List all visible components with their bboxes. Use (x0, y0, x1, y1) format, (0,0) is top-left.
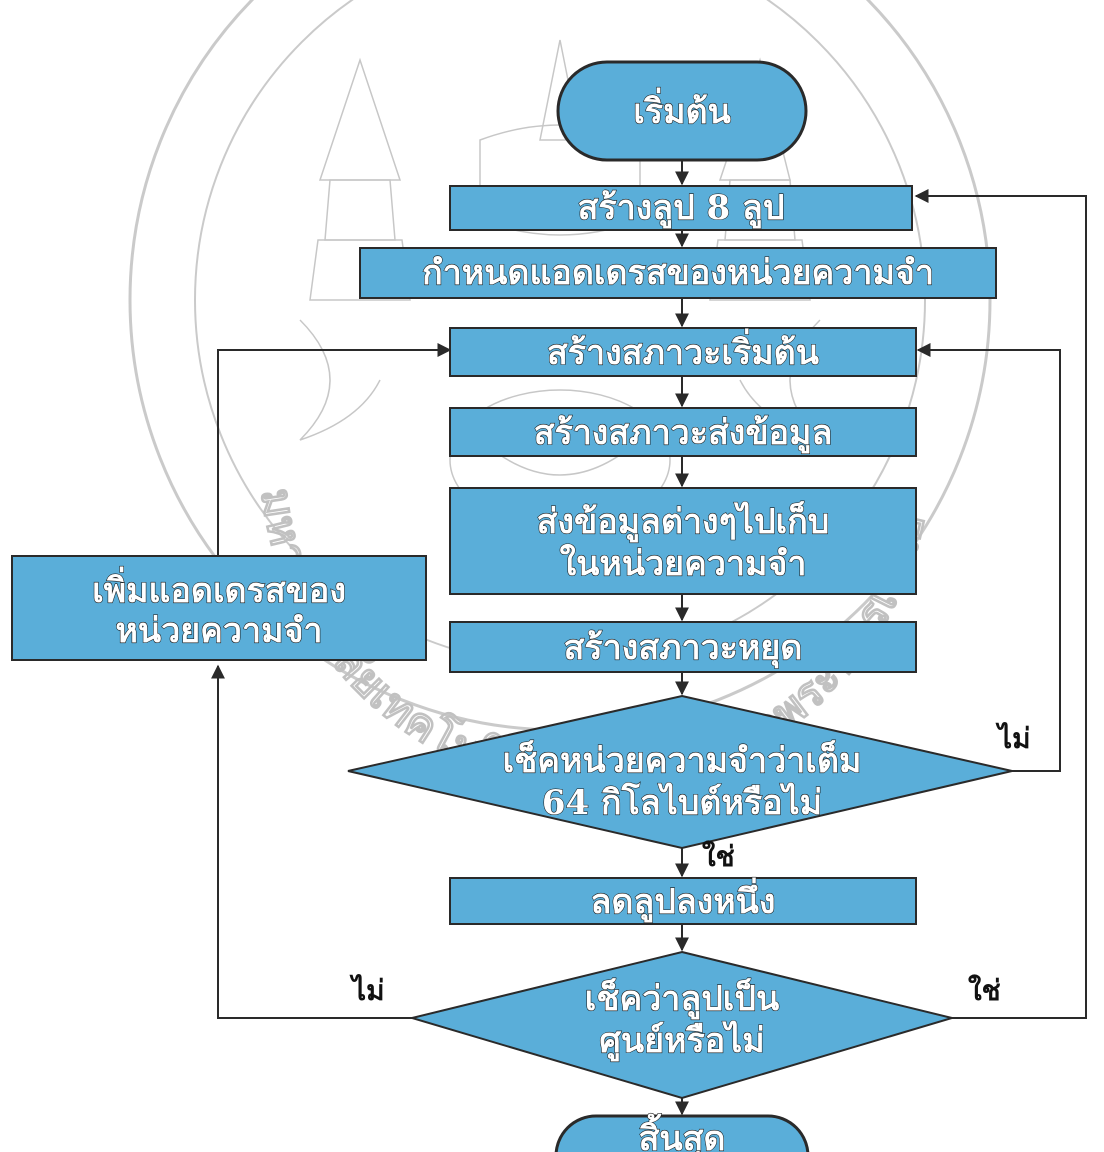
connectors (211, 160, 1087, 1116)
send-data-label-line1: ส่งข้อมูลต่างๆไปเก็บ (537, 500, 830, 543)
set-address-process: กำหนดแอดเดรสของหน่วยความจำ (359, 247, 997, 299)
check-memory-label-line1: เช็คหน่วยความจำว่าเต็ม (503, 739, 862, 781)
loop-yes-label: ใช่ (968, 974, 1001, 1007)
increase-address-label-line2: หน่วยความจำ (115, 611, 322, 651)
check-memory-label-line2: 64 กิโลไบต์หรือไม่ (542, 782, 822, 823)
start-terminator: เริ่มต้น (556, 60, 808, 162)
set-address-label: กำหนดแอดเดรสของหน่วยความจำ (422, 253, 934, 293)
check-memory-decision: เช็คหน่วยความจำว่าเต็ม 64 กิโลไบต์หรือไม… (347, 694, 1013, 850)
create-stop-condition-label: สร้างสภาวะหยุด (564, 628, 803, 669)
end-label: สิ้นสุด (639, 1113, 726, 1152)
check-loop-decision: เช็คว่าลูปเป็น ศูนย์หรือไม่ (408, 950, 956, 1100)
memory-yes-label: ใช่ (702, 840, 735, 873)
create-stop-condition-process: สร้างสภาวะหยุด (449, 621, 917, 673)
memory-no-label: ไม่ (995, 722, 1031, 755)
send-data-process: ส่งข้อมูลต่างๆไปเก็บ ในหน่วยความจำ (449, 487, 917, 595)
create-send-condition-label: สร้างสภาวะส่งข้อมูล (534, 413, 833, 454)
create-start-condition-label: สร้างสภาวะเริ่มต้น (547, 328, 819, 373)
check-loop-label-line2: ศูนย์หรือไม่ (599, 1020, 764, 1062)
decrement-loop-process: ลดลูปลงหนึ่ง (449, 876, 917, 925)
increase-address-label-line1: เพิ่มแอดเดรสของ (92, 566, 346, 611)
end-terminator: สิ้นสุด (554, 1112, 810, 1152)
increase-address-process: เพิ่มแอดเดรสของ หน่วยความจำ (11, 555, 427, 661)
send-data-label-line2: ในหน่วยความจำ (560, 543, 807, 584)
create-loop-process: สร้างลูป 8 ลูป (449, 185, 913, 231)
check-loop-label-line1: เช็คว่าลูปเป็น (585, 977, 780, 1020)
loop-no-label: ไม่ (349, 974, 385, 1007)
create-send-condition-process: สร้างสภาวะส่งข้อมูล (449, 407, 917, 457)
create-start-condition-process: สร้างสภาวะเริ่มต้น (449, 327, 917, 377)
decrement-loop-label: ลดลูปลงหนึ่ง (590, 877, 775, 923)
start-label: เริ่มต้น (633, 87, 731, 132)
create-loop-label: สร้างลูป 8 ลูป (578, 188, 785, 229)
